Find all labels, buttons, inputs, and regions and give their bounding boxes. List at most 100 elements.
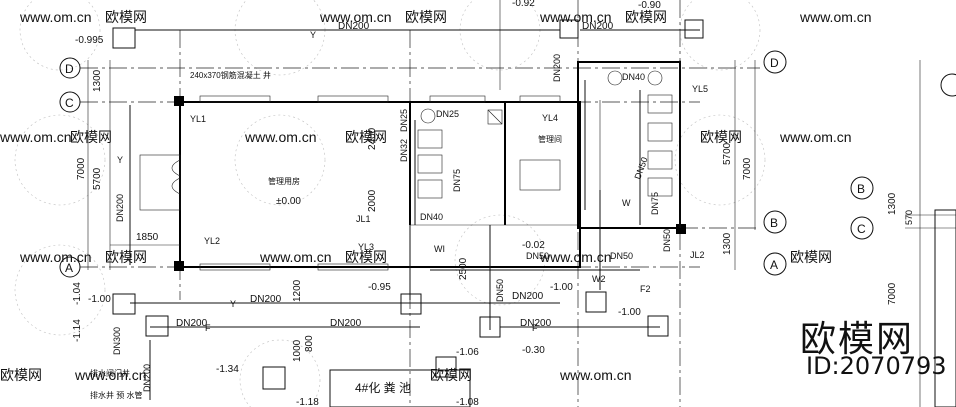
axis-bubble-b bbox=[763, 210, 787, 234]
dimension-value: 7000 bbox=[887, 282, 898, 305]
dimension-value: 1300 bbox=[92, 69, 103, 92]
watermark-brand: 欧模网 bbox=[345, 129, 387, 145]
dimension-value: 2000 bbox=[367, 189, 378, 212]
watermark-site: www.om.cn bbox=[19, 9, 92, 25]
tag-y: Y bbox=[117, 155, 123, 165]
axis-bubble-c bbox=[59, 91, 81, 113]
toilet-stall bbox=[647, 150, 673, 170]
manhole bbox=[145, 315, 169, 337]
level-mark: -0.95 bbox=[368, 282, 391, 293]
pipe-size-label: DN200 bbox=[552, 54, 562, 82]
dimension-value: 1850 bbox=[136, 232, 159, 243]
level-mark: -1.08 bbox=[456, 397, 479, 407]
window bbox=[199, 263, 271, 271]
axis-bubble-a2 bbox=[763, 252, 787, 276]
dimension-value: 800 bbox=[304, 335, 315, 352]
watermark-site: www.om.cn bbox=[799, 9, 872, 25]
watermark-brand: 欧模网 bbox=[625, 9, 667, 25]
tag-yl4: YL4 bbox=[542, 113, 558, 123]
floor-drain-cross bbox=[487, 109, 503, 125]
level-mark: -0.02 bbox=[522, 240, 545, 251]
pipe-network bbox=[129, 29, 700, 400]
level-mark: -1.18 bbox=[296, 397, 319, 407]
watermark-site: www.om.cn bbox=[539, 9, 612, 25]
tag-f2: F2 bbox=[640, 284, 651, 294]
watermark-site: www.om.cn bbox=[19, 249, 92, 265]
window bbox=[519, 95, 561, 103]
pipe-size-label: DN50 bbox=[610, 251, 633, 261]
pipe-size-label: DN75 bbox=[650, 192, 660, 215]
pipe-size-label: DN50 bbox=[662, 229, 672, 252]
pipe-size-label: DN200 bbox=[115, 194, 125, 222]
tag-w1: WI bbox=[434, 244, 445, 254]
column bbox=[174, 96, 184, 106]
building-walls bbox=[139, 61, 686, 271]
manholes bbox=[112, 19, 956, 407]
window bbox=[429, 95, 486, 103]
pipe-size-label: DN25 bbox=[399, 109, 409, 132]
wash-basin bbox=[607, 70, 623, 86]
watermark-site: www.om.cn bbox=[539, 249, 612, 265]
pipe-size-label: DN75 bbox=[452, 169, 462, 192]
dimension-value: 1300 bbox=[887, 192, 898, 215]
tag-f: F bbox=[532, 323, 538, 333]
pipe-size-label: DN32 bbox=[399, 139, 409, 162]
manhole bbox=[262, 366, 286, 390]
watermark-id: ID:2070793 bbox=[806, 352, 947, 380]
watermark-brand-big: 欧模网 bbox=[800, 319, 915, 360]
floor-drain bbox=[487, 109, 503, 125]
pipe-size-label: DN25 bbox=[436, 109, 459, 119]
toilet-stall bbox=[417, 129, 443, 149]
level-mark: -1.14 bbox=[72, 319, 83, 342]
watermark-brand: 欧模网 bbox=[105, 9, 147, 25]
watermark-brand: 欧模网 bbox=[105, 249, 147, 265]
watermark-site: www.om.cn bbox=[319, 9, 392, 25]
pipe-size-label: DN200 bbox=[582, 21, 614, 32]
manhole bbox=[647, 315, 669, 337]
pipe-size-label: DN50 bbox=[526, 251, 549, 261]
dimension-value: 2500 bbox=[458, 257, 469, 280]
watermark-site: www.om.cn bbox=[0, 129, 72, 145]
dimension-value: 7000 bbox=[742, 157, 753, 180]
level-mark: -1.00 bbox=[550, 282, 573, 293]
pipe-size-label: DN50 bbox=[495, 279, 505, 302]
septic-tank-label: 4#化 粪 池 bbox=[355, 381, 411, 395]
manhole bbox=[112, 293, 136, 315]
watermark-brand: 欧模网 bbox=[430, 367, 472, 383]
toilet-stall bbox=[417, 154, 443, 174]
level-mark: -1.06 bbox=[456, 347, 479, 358]
axis-label-d: D bbox=[65, 62, 74, 76]
room-name-office: 管理间 bbox=[538, 134, 562, 144]
tag-yl2: YL2 bbox=[204, 236, 220, 246]
tag-jl2: JL2 bbox=[690, 250, 705, 260]
tag-yl3: YL3 bbox=[358, 242, 374, 252]
tag-yl5: YL5 bbox=[692, 84, 708, 94]
pipe-size-label: DN200 bbox=[330, 318, 362, 329]
pipe-size-label: DN200 bbox=[250, 294, 282, 305]
column bbox=[174, 261, 184, 271]
room-name-hall: 管理用房 bbox=[268, 176, 300, 186]
watermark-brand: 欧模网 bbox=[345, 249, 387, 265]
level-mark: -1.34 bbox=[216, 364, 239, 375]
pipe-size-label: DN50 bbox=[632, 156, 649, 181]
pipe-size-label: DN200 bbox=[512, 291, 544, 302]
window bbox=[317, 95, 389, 103]
watermark-site: www.om.cn bbox=[259, 249, 332, 265]
axis-label-c2: C bbox=[857, 222, 866, 236]
level-mark: -0.995 bbox=[75, 35, 104, 46]
watermark-site: www.om.cn bbox=[244, 129, 317, 145]
watermark-site: www.om.cn bbox=[779, 129, 852, 145]
level-mark: -1.00 bbox=[618, 307, 641, 318]
manhole bbox=[112, 27, 136, 49]
level-mark: -1.04 bbox=[72, 282, 83, 305]
axis-bubble-edge bbox=[940, 73, 956, 97]
level-mark: -0.30 bbox=[522, 345, 545, 356]
axis-bubble-b2 bbox=[850, 176, 874, 200]
watermark-brand: 欧模网 bbox=[70, 129, 112, 145]
pipe-size-label: DN300 bbox=[112, 327, 122, 355]
pipe-size-label: DN200 bbox=[338, 21, 370, 32]
door-swing bbox=[171, 159, 181, 195]
office-desk bbox=[519, 159, 561, 191]
tag-y: Y bbox=[230, 299, 236, 309]
